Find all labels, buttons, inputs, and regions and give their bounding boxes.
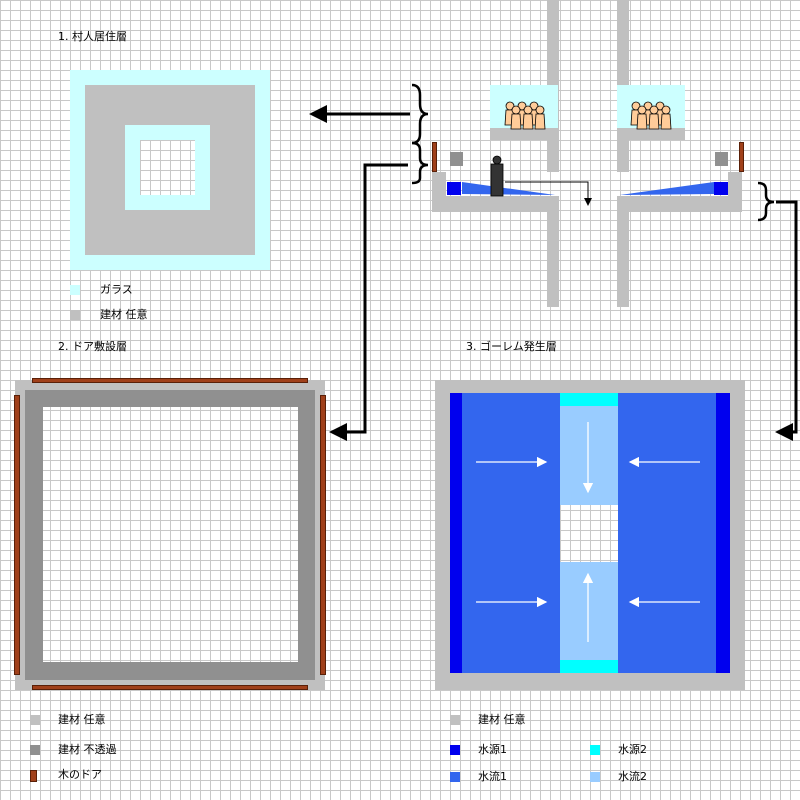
- door-bottom: [32, 685, 308, 690]
- side-view-right-water-flow: [620, 182, 714, 195]
- villager-layer-center-void: [140, 140, 195, 195]
- water-source-1-right: [716, 393, 730, 673]
- legend-swatch-door: [30, 770, 37, 782]
- legend-swatch-block-2: [30, 715, 40, 725]
- side-view-left-source-block: [450, 152, 463, 166]
- legend-swatch-opaque: [30, 745, 40, 755]
- legend-label-door: 木のドア: [58, 768, 102, 781]
- legend-swatch-water-source-2: [590, 745, 600, 755]
- arrow-to-golem-layer-icon: [775, 200, 798, 441]
- legend-label-water-flow-1: 水流1: [478, 770, 507, 783]
- door-layer-title: 2. ドア敷設層: [58, 340, 127, 353]
- golem-figure-icon: [490, 155, 504, 197]
- legend-label-opaque: 建材 不透過: [58, 743, 117, 756]
- golem-layer-title: 3. ゴーレム発生層: [466, 340, 557, 353]
- legend-label-block: 建材 任意: [100, 308, 148, 321]
- side-view-right-villager-floor: [617, 128, 685, 140]
- arrow-to-door-layer-icon: [329, 163, 408, 441]
- legend-label-water-source-1: 水源1: [478, 743, 507, 756]
- water-source-2-top: [560, 393, 618, 406]
- legend-label-water-flow-2: 水流2: [618, 770, 647, 783]
- side-view-right-water-source: [714, 182, 728, 195]
- side-view-left-door: [432, 142, 437, 172]
- legend-swatch-glass: [70, 285, 80, 295]
- door-left: [14, 395, 20, 675]
- legend-swatch-block-3: [450, 715, 460, 725]
- legend-label-block-3: 建材 任意: [478, 713, 526, 726]
- side-view-right-pillar: [617, 0, 629, 307]
- brace-door-icon: [411, 141, 429, 185]
- brace-villager-icon: [411, 83, 429, 145]
- side-view-right-door: [739, 142, 744, 172]
- fall-arrow-icon: [505, 181, 592, 206]
- side-view-left-water-source: [447, 182, 461, 195]
- side-view-left-pillar: [547, 0, 559, 307]
- side-view-left-villager-floor: [490, 128, 558, 140]
- water-source-1-left: [450, 393, 462, 673]
- side-view-right-source-block: [715, 152, 728, 166]
- door-right: [320, 395, 326, 675]
- brace-golem-icon: [757, 181, 775, 222]
- water-source-2-bottom: [560, 660, 618, 673]
- villager-icon-group-left: [504, 101, 546, 130]
- legend-label-water-source-2: 水源2: [618, 743, 647, 756]
- villager-layer-title: 1. 村人居住層: [58, 30, 127, 43]
- legend-swatch-water-source-1: [450, 745, 460, 755]
- legend-swatch-block: [70, 310, 80, 320]
- side-view-left-water-flow: [462, 182, 555, 195]
- legend-swatch-water-flow-1: [450, 772, 460, 782]
- water-flow-arrows: [476, 422, 700, 642]
- door-top: [32, 378, 308, 383]
- golem-spawn-void: [560, 505, 618, 562]
- villager-icon-group-right: [630, 101, 672, 130]
- legend-label-glass: ガラス: [100, 283, 133, 296]
- door-layer-center-void: [43, 407, 298, 662]
- legend-swatch-water-flow-2: [590, 772, 600, 782]
- legend-label-block-2: 建材 任意: [58, 713, 106, 726]
